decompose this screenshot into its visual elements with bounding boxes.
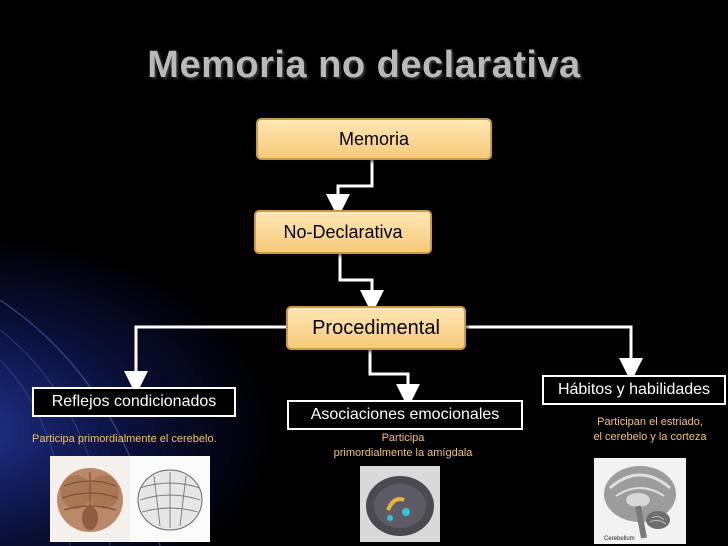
node-memoria-label: Memoria xyxy=(338,128,409,149)
node-asociaciones-label: Asociaciones emocionales xyxy=(310,406,500,423)
node-asociaciones: Asociaciones emocionales xyxy=(287,400,523,430)
note-asociaciones: Participa primordialmente la amígdala xyxy=(308,431,498,461)
note-habitos-line1: Participan el estriado, xyxy=(597,416,703,428)
cerebellum-caption: Cerebellum xyxy=(604,536,635,542)
node-habitos: Hábitos y habilidades xyxy=(542,375,726,405)
node-memoria: Memoria xyxy=(256,118,492,160)
note-habitos: Participan el estriado, el cerebelo y la… xyxy=(580,415,720,445)
node-habitos-label: Hábitos y habilidades xyxy=(557,381,711,398)
note-reflejos: Participa primordialmente el cerebelo. xyxy=(32,432,242,447)
cerebellum-drawing xyxy=(130,456,210,542)
node-no-declarativa: No-Declarativa xyxy=(254,210,432,254)
node-procedimental: Procedimental xyxy=(286,306,466,350)
page-title: Memoria no declarativa xyxy=(147,44,581,86)
brain-sagittal-scan: Cerebellum xyxy=(594,458,686,544)
amygdala-scan xyxy=(360,466,440,542)
node-no-declarativa-label: No-Declarativa xyxy=(283,221,403,242)
node-reflejos: Reflejos condicionados xyxy=(32,387,236,417)
note-reflejos-text: Participa primordialmente el cerebelo. xyxy=(32,433,217,445)
node-procedimental-label: Procedimental xyxy=(312,316,440,339)
note-asociaciones-line1: Participa xyxy=(381,432,425,444)
note-asociaciones-line2: primordialmente la amígdala xyxy=(333,447,473,459)
node-reflejos-label: Reflejos condicionados xyxy=(51,393,217,410)
note-habitos-line2: el cerebelo y la corteza xyxy=(593,431,707,443)
cerebellum-photo xyxy=(50,456,130,542)
